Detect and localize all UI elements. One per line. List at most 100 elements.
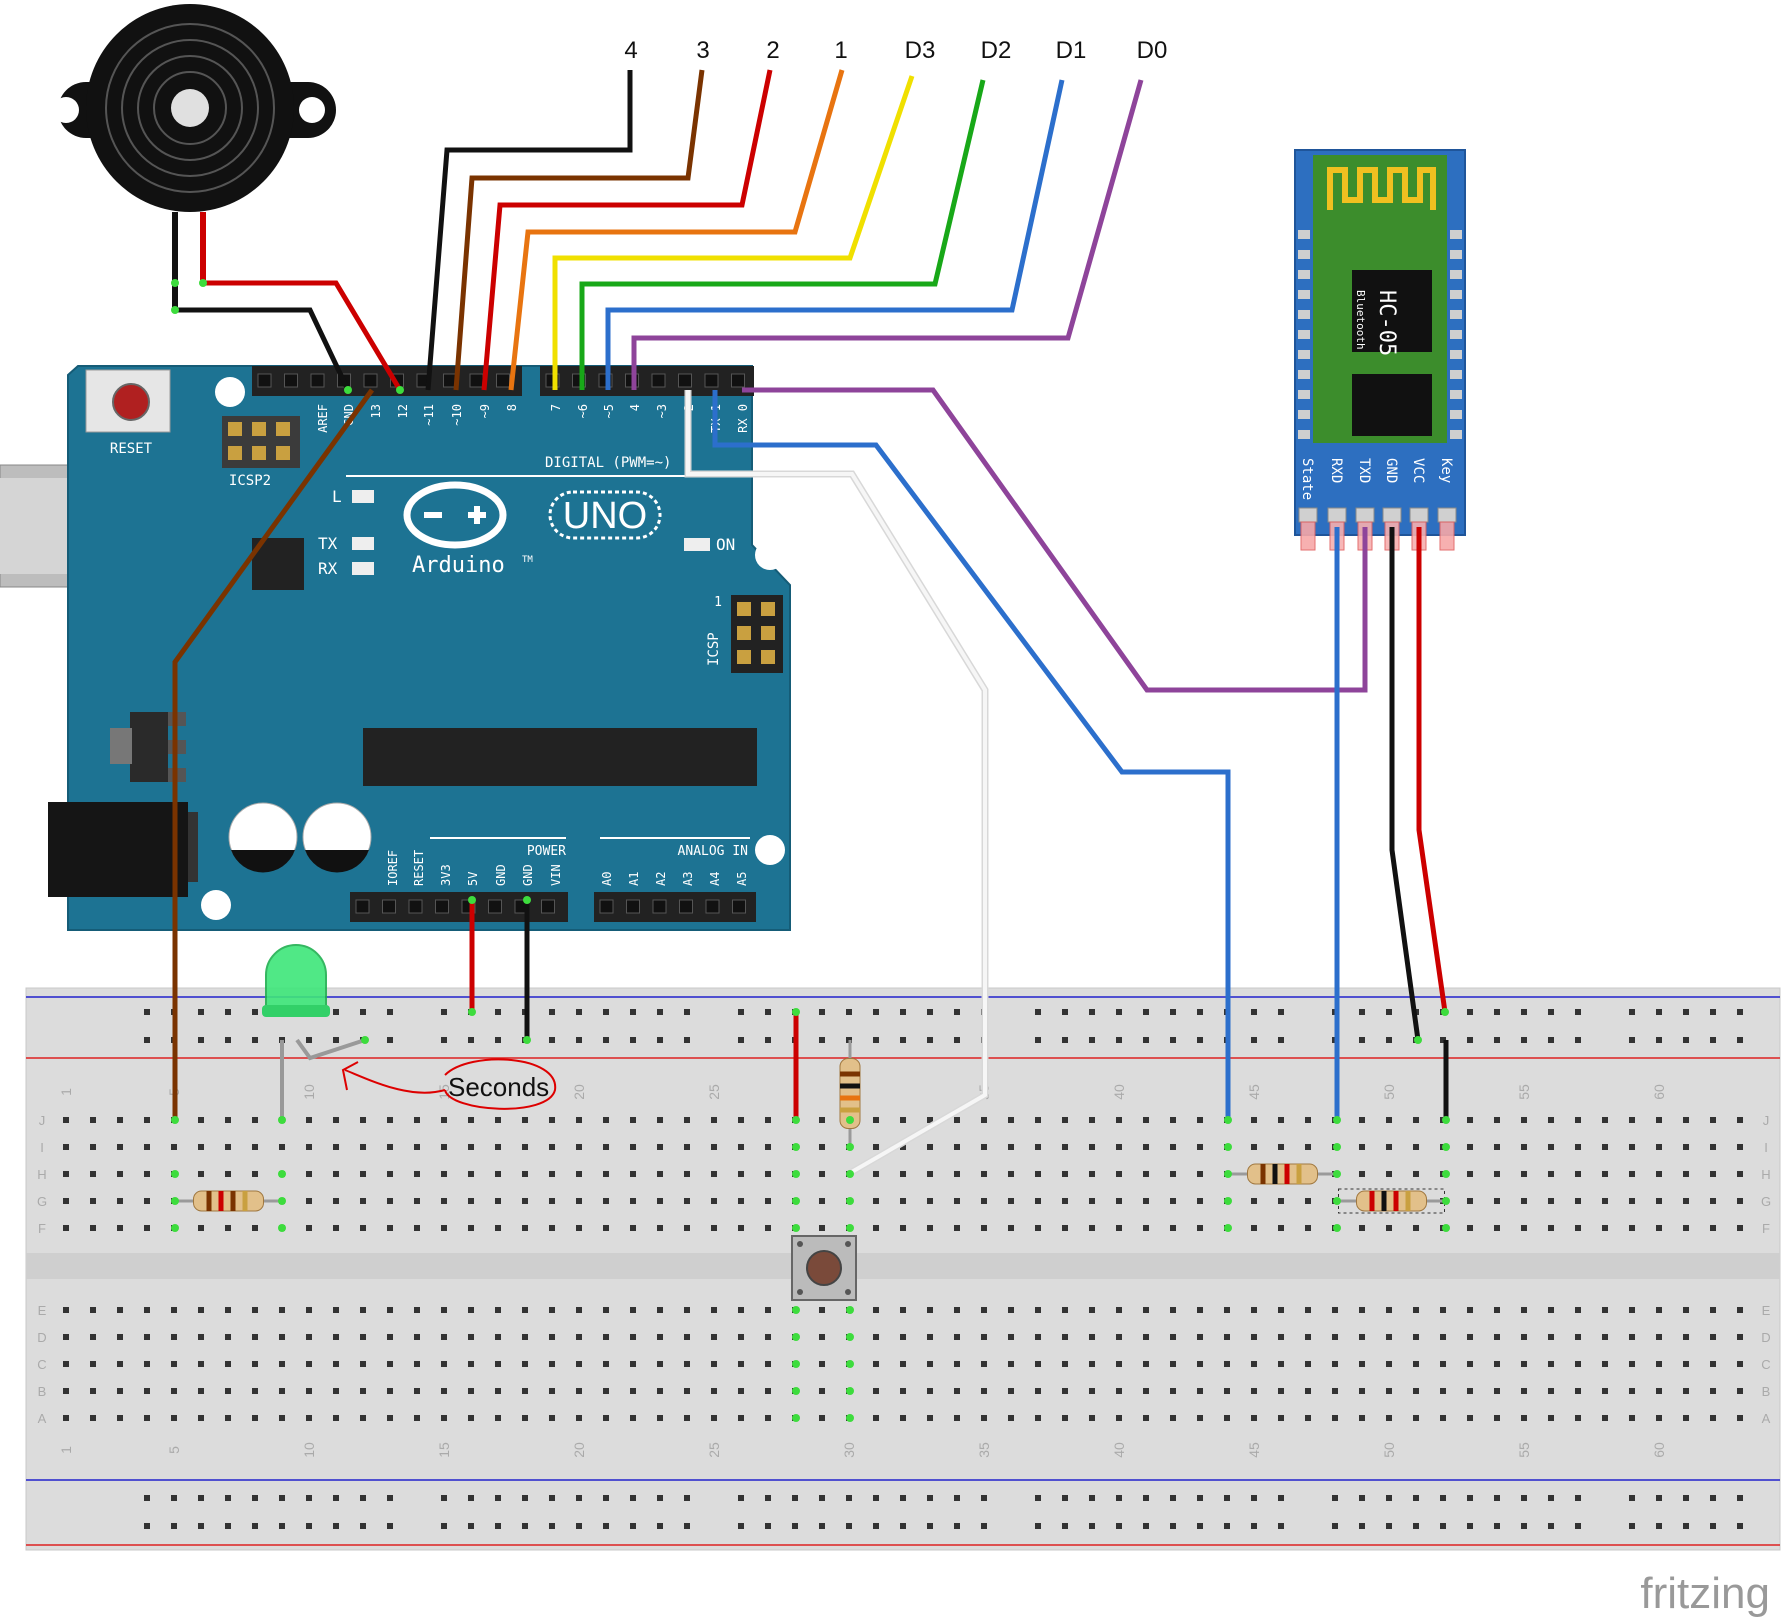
terminal-hole	[1197, 1198, 1203, 1204]
terminal-hole	[1629, 1171, 1635, 1177]
terminal-hole	[1413, 1225, 1419, 1231]
rail-hole	[792, 1523, 798, 1529]
terminal-hole	[1305, 1117, 1311, 1123]
terminal-hole	[1521, 1117, 1527, 1123]
terminal-hole	[630, 1334, 636, 1340]
terminal-hole	[549, 1388, 555, 1394]
terminal-hole	[144, 1225, 150, 1231]
rail-hole	[1710, 1037, 1716, 1043]
terminal-hole	[819, 1117, 825, 1123]
terminal-hole	[144, 1144, 150, 1150]
terminal-hole	[657, 1361, 663, 1367]
terminal-hole	[198, 1225, 204, 1231]
terminal-hole	[1224, 1415, 1230, 1421]
terminal-hole	[171, 1144, 177, 1150]
rail-hole	[1359, 1037, 1365, 1043]
terminal-hole	[1062, 1171, 1068, 1177]
bt-pin-label: Key	[1438, 458, 1454, 483]
connection-dot	[278, 1170, 286, 1178]
terminal-hole	[279, 1415, 285, 1421]
rail-hole	[1440, 1495, 1446, 1501]
fritzing-watermark: fritzing	[1640, 1569, 1770, 1618]
rail-hole	[387, 1037, 393, 1043]
wire-segment-d2	[579, 79, 986, 390]
rail-hole	[387, 1495, 393, 1501]
terminal-hole	[279, 1361, 285, 1367]
terminal-hole	[657, 1415, 663, 1421]
terminal-hole	[1467, 1144, 1473, 1150]
terminal-hole	[1251, 1388, 1257, 1394]
terminal-hole	[1170, 1144, 1176, 1150]
rail-hole	[225, 1523, 231, 1529]
rail-hole	[1035, 1523, 1041, 1529]
terminal-hole	[1629, 1117, 1635, 1123]
terminal-hole	[360, 1225, 366, 1231]
rail-hole	[900, 1037, 906, 1043]
connection-dot	[792, 1170, 800, 1178]
rail-hole	[1278, 1037, 1284, 1043]
terminal-hole	[927, 1388, 933, 1394]
terminal-hole	[603, 1198, 609, 1204]
terminal-hole	[441, 1415, 447, 1421]
terminal-hole	[522, 1144, 528, 1150]
terminal-hole	[1521, 1361, 1527, 1367]
rail-hole	[792, 1495, 798, 1501]
terminal-hole	[900, 1144, 906, 1150]
terminal-hole	[1089, 1198, 1095, 1204]
column-number: 25	[706, 1442, 722, 1458]
terminal-hole	[1656, 1117, 1662, 1123]
terminal-hole	[657, 1144, 663, 1150]
rail-hole	[225, 1009, 231, 1015]
terminal-hole	[873, 1198, 879, 1204]
terminal-hole	[819, 1144, 825, 1150]
terminal-hole	[1224, 1334, 1230, 1340]
connection-dot	[792, 1008, 800, 1016]
terminal-hole	[306, 1307, 312, 1313]
rail-hole	[657, 1495, 663, 1501]
terminal-hole	[1089, 1171, 1095, 1177]
terminal-hole	[90, 1117, 96, 1123]
rail-hole	[1521, 1037, 1527, 1043]
terminal-hole	[63, 1198, 69, 1204]
terminal-hole	[981, 1171, 987, 1177]
terminal-hole	[819, 1225, 825, 1231]
terminal-hole	[1116, 1225, 1122, 1231]
terminal-hole	[1737, 1144, 1743, 1150]
terminal-hole	[1521, 1144, 1527, 1150]
terminal-hole	[252, 1307, 258, 1313]
pin-label: 7	[549, 404, 563, 411]
terminal-hole	[225, 1225, 231, 1231]
button[interactable]	[791, 1235, 857, 1301]
connection-dot	[846, 1143, 854, 1151]
connection-dot	[1441, 1008, 1449, 1016]
terminal-hole	[1359, 1171, 1365, 1177]
terminal-hole	[1629, 1361, 1635, 1367]
rail-hole	[1521, 1009, 1527, 1015]
terminal-hole	[1089, 1225, 1095, 1231]
row-letter: I	[40, 1140, 44, 1155]
terminal-hole	[468, 1307, 474, 1313]
rail-hole	[1035, 1037, 1041, 1043]
terminal-hole	[414, 1307, 420, 1313]
terminal-hole	[1386, 1225, 1392, 1231]
rail-hole	[225, 1037, 231, 1043]
pin-label: VIN	[549, 864, 563, 886]
terminal-hole	[1170, 1198, 1176, 1204]
terminal-hole	[63, 1117, 69, 1123]
terminal-hole	[117, 1225, 123, 1231]
terminal-hole	[549, 1198, 555, 1204]
wire-digit-3	[453, 69, 705, 391]
terminal-hole	[1575, 1334, 1581, 1340]
reset-button[interactable]	[112, 383, 150, 421]
terminal-hole	[90, 1361, 96, 1367]
hc05-model-label: HC-05	[1374, 290, 1399, 356]
wire-label: D0	[1137, 37, 1168, 64]
column-number: 10	[301, 1084, 317, 1100]
breadboard-components	[171, 279, 1450, 1422]
row-letter: D	[37, 1330, 46, 1345]
reset-label: RESET	[110, 441, 153, 457]
terminal-hole	[198, 1117, 204, 1123]
terminal-hole	[1359, 1334, 1365, 1340]
terminal-hole	[171, 1388, 177, 1394]
terminal-hole	[1386, 1144, 1392, 1150]
